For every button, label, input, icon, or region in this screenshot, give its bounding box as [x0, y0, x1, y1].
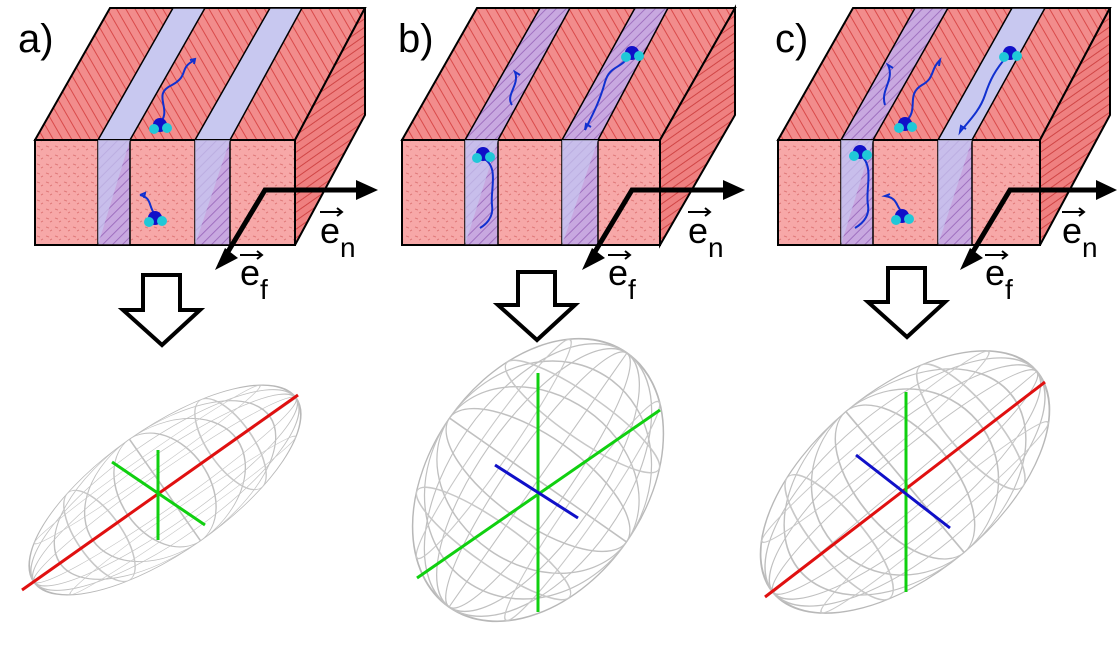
axes-arrow: [584, 187, 732, 267]
arrow-head-n: [1096, 180, 1117, 200]
arrow-head-n: [723, 180, 745, 200]
diffusion-path: [584, 54, 631, 131]
tissue-block-b: [400, 4, 737, 249]
vector-subscript: n: [708, 232, 724, 263]
vector-subscript: n: [340, 232, 356, 263]
axis-arrows-b: [582, 180, 745, 270]
vector-symbol: e: [320, 210, 340, 251]
axis-minor: [494, 463, 579, 520]
axis-major: [21, 393, 299, 592]
arrow-head-f: [582, 248, 605, 270]
vector-subscript: n: [1082, 232, 1098, 263]
water-molecules-b: [472, 46, 644, 229]
vector-label-en-c: e n: [1062, 207, 1098, 263]
vector-subscript: f: [1005, 274, 1013, 305]
diffusion-path: [157, 59, 196, 126]
diffusion-path: [904, 57, 942, 123]
diffusion-path: [882, 62, 894, 106]
panel-label-a: a): [18, 17, 54, 61]
water-molecules-c: [849, 46, 1022, 229]
diffusion-ellipsoid-b: [359, 290, 717, 664]
vector-label-en-b: e n: [688, 207, 724, 263]
vector-symbol: e: [608, 252, 628, 293]
diffusion-ellipsoid-a: [0, 346, 333, 634]
panel-b: b) e n e f: [359, 4, 745, 664]
vector-subscript: f: [260, 274, 268, 305]
diffusion-ellipsoid-c: [713, 300, 1097, 664]
axis-arrows-c: [960, 180, 1117, 270]
down-arrow-c: [862, 266, 951, 340]
diffusion-path: [479, 157, 494, 229]
arrow-head-n: [356, 180, 378, 200]
vector-label-ef-a: e f: [240, 250, 268, 305]
tissue-block-c: [776, 7, 1112, 246]
diffusion-path: [854, 154, 870, 229]
axes-arrow: [217, 187, 365, 267]
arrow-head-f: [215, 248, 238, 270]
water-molecules-a: [139, 57, 197, 227]
down-arrow-a: [117, 273, 206, 348]
panel-a: a) e n e f: [0, 7, 378, 634]
vector-symbol: e: [1062, 210, 1082, 251]
tissue-block-a: [33, 7, 367, 246]
diffusion-path: [509, 69, 521, 106]
arrow-head-f: [960, 248, 983, 270]
axis-minor: [855, 453, 951, 530]
vector-label-en-a: e n: [320, 207, 356, 263]
down-arrow-b: [492, 270, 581, 343]
axes-arrow: [962, 187, 1105, 267]
panel-label-b: b): [398, 17, 434, 61]
panel-label-c: c): [775, 17, 808, 61]
vector-symbol: e: [688, 210, 708, 251]
vector-label-ef-c: e f: [985, 250, 1013, 305]
vector-symbol: e: [985, 252, 1005, 293]
axis-arrows-a: [215, 180, 378, 270]
panel-c: c) e n e f: [713, 7, 1117, 664]
vector-subscript: f: [628, 274, 636, 305]
vector-label-ef-b: e f: [608, 250, 636, 305]
diffusion-path: [958, 54, 1009, 136]
vector-symbol: e: [240, 252, 260, 293]
